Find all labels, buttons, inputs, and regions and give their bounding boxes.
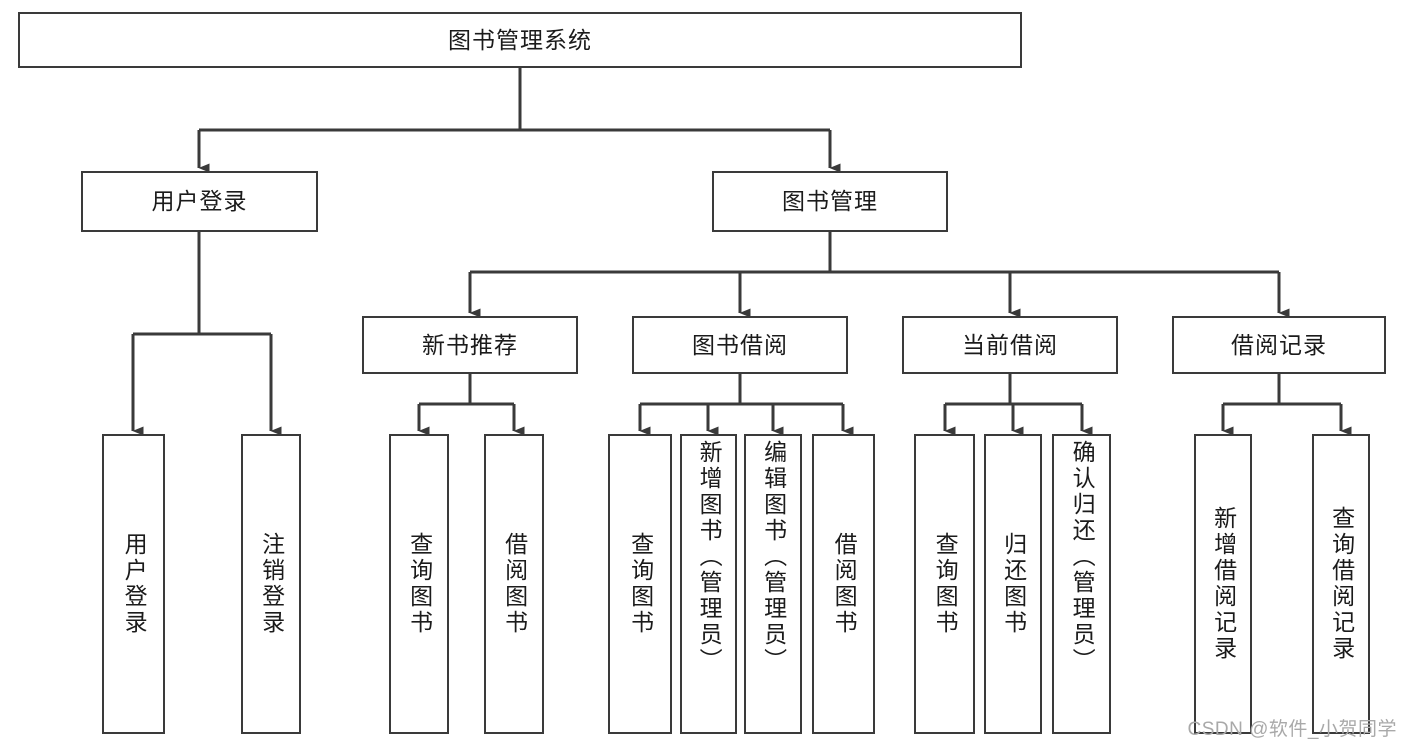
leaf-query-book-2[interactable]: 查询图书 — [608, 434, 672, 734]
leaf-query-book-2-label: 查询图书 — [627, 532, 654, 636]
leaf-confirm-return[interactable]: 确认归还（管理员） — [1052, 434, 1111, 734]
watermark: CSDN @软件_小贺同学 — [1187, 719, 1397, 740]
node-book-borrow-label: 图书借阅 — [692, 331, 788, 358]
node-borrow-record[interactable]: 借阅记录 — [1172, 316, 1386, 374]
leaf-confirm-return-label: 确认归还（管理员） — [1069, 440, 1096, 674]
leaf-query-record-label: 查询借阅记录 — [1328, 506, 1355, 662]
leaf-borrow-book-2[interactable]: 借阅图书 — [812, 434, 875, 734]
leaf-edit-book[interactable]: 编辑图书（管理员） — [744, 434, 802, 734]
node-book-management-label: 图书管理 — [782, 188, 878, 215]
leaf-borrow-book-1-label: 借阅图书 — [501, 532, 528, 636]
leaf-query-book-1-label: 查询图书 — [406, 532, 433, 636]
leaf-borrow-book-2-label: 借阅图书 — [831, 532, 858, 636]
node-book-management[interactable]: 图书管理 — [712, 171, 948, 232]
leaf-query-record[interactable]: 查询借阅记录 — [1312, 434, 1370, 734]
node-user-login[interactable]: 用户登录 — [81, 171, 318, 232]
leaf-borrow-book-1[interactable]: 借阅图书 — [484, 434, 544, 734]
node-borrow-record-label: 借阅记录 — [1231, 331, 1327, 358]
node-new-book-recommend-label: 新书推荐 — [422, 331, 518, 358]
node-current-borrow-label: 当前借阅 — [962, 331, 1058, 358]
node-book-borrow[interactable]: 图书借阅 — [632, 316, 848, 374]
leaf-add-record-label: 新增借阅记录 — [1210, 506, 1237, 662]
leaf-logout-login-label: 注销登录 — [258, 532, 285, 636]
leaf-add-record[interactable]: 新增借阅记录 — [1194, 434, 1252, 734]
node-current-borrow[interactable]: 当前借阅 — [902, 316, 1118, 374]
node-root[interactable]: 图书管理系统 — [18, 12, 1022, 68]
leaf-user-login[interactable]: 用户登录 — [102, 434, 165, 734]
leaf-user-login-label: 用户登录 — [121, 532, 148, 636]
leaf-query-book-3-label: 查询图书 — [932, 532, 959, 636]
node-user-login-label: 用户登录 — [151, 188, 248, 215]
leaf-return-book[interactable]: 归还图书 — [984, 434, 1042, 734]
leaf-logout-login[interactable]: 注销登录 — [241, 434, 301, 734]
leaf-add-book-label: 新增图书（管理员） — [696, 440, 723, 674]
leaf-query-book-3[interactable]: 查询图书 — [914, 434, 975, 734]
leaf-query-book-1[interactable]: 查询图书 — [389, 434, 449, 734]
leaf-return-book-label: 归还图书 — [1000, 532, 1027, 636]
node-root-label: 图书管理系统 — [448, 26, 592, 53]
node-new-book-recommend[interactable]: 新书推荐 — [362, 316, 578, 374]
leaf-add-book[interactable]: 新增图书（管理员） — [680, 434, 737, 734]
leaf-edit-book-label: 编辑图书（管理员） — [760, 440, 787, 674]
